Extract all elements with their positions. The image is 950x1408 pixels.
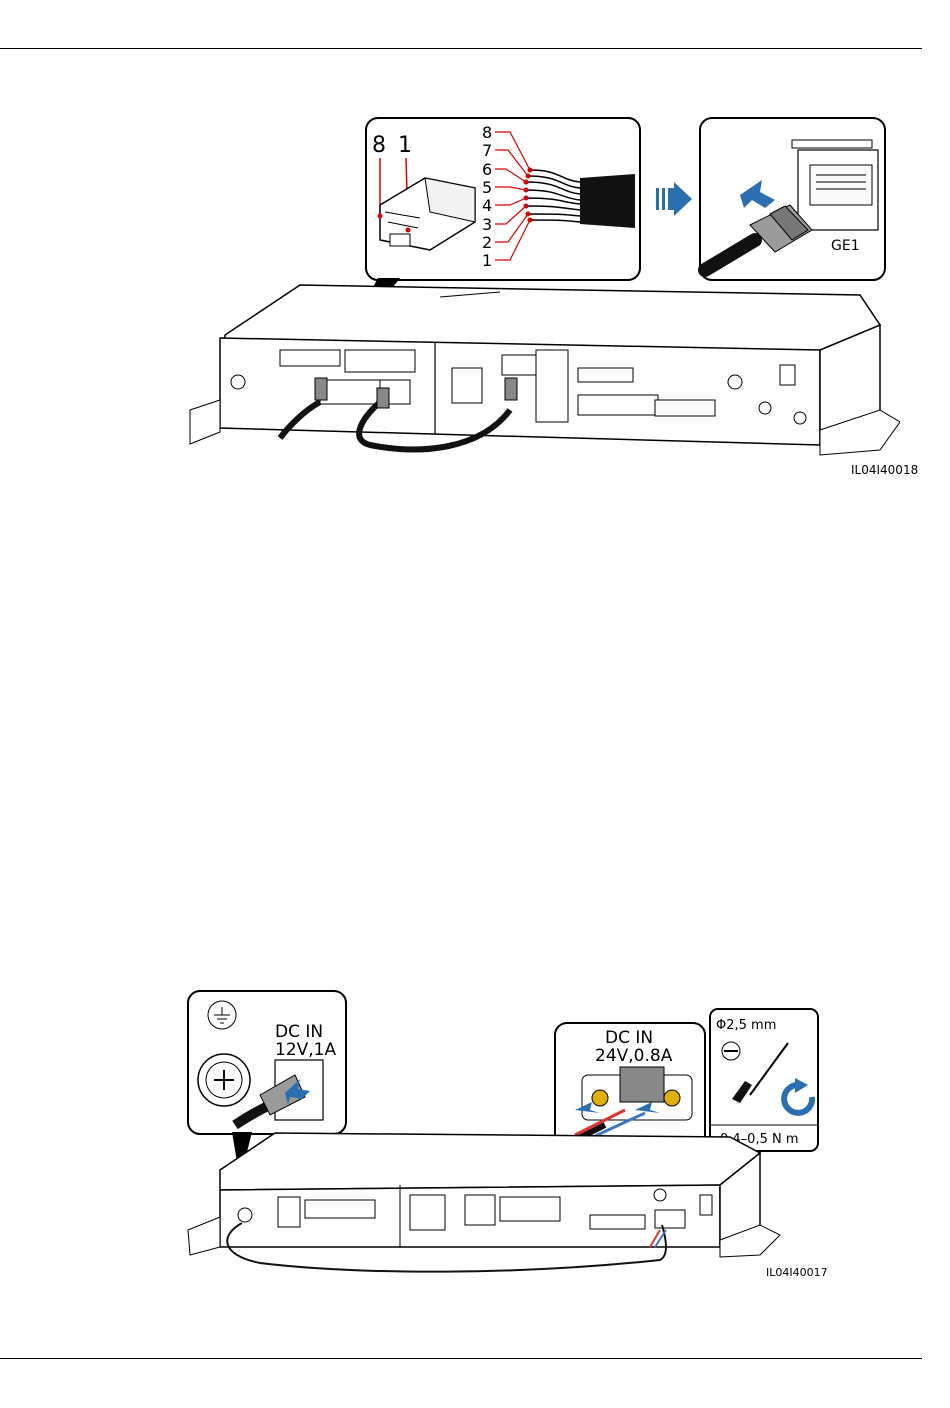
connector-pin-1-label: 1 [398,133,412,158]
header-rule [0,48,922,49]
figure-1-network-cable: 8 1 8 7 6 5 4 3 2 1 [180,110,900,460]
pin-number-list: 8 7 6 5 4 3 2 1 [482,123,492,270]
connector-pin-8-label: 8 [372,133,386,158]
pin-label: 8 [482,123,492,142]
figure-2-id-label: IL04I40017 [766,1266,828,1279]
tool-size-label: Φ2,5 mm [716,1018,776,1033]
figure-1-id-label: IL04I40018 [851,463,918,477]
terminal-block-drawing [582,1067,692,1120]
pin-label: 6 [482,160,492,179]
cable-jacket-icon [580,174,635,228]
next-step-arrow-icon [656,182,692,216]
dc-in-24v-rating: 24V,0.8A [595,1046,673,1066]
ge1-port-label: GE1 [831,238,860,254]
dc-in-12v-title: DC IN [275,1022,323,1042]
dc-in-12v-rating: 12V,1A [275,1040,336,1060]
pin-label: 4 [482,196,492,215]
dc-in-24v-title: DC IN [605,1028,653,1048]
pin-label: 1 [482,251,492,270]
device-chassis [190,285,900,455]
ground-symbol-icon [208,1001,236,1029]
pin-label: 2 [482,233,492,252]
pin-label: 5 [482,178,492,197]
figure-2-power-cable: DC IN 12V,1A DC IN 24V,0.8A Φ2,5 mm 0,4–… [180,985,840,1285]
pin-label: 7 [482,141,492,160]
ground-screw-icon [198,1054,250,1106]
device-chassis [188,1133,780,1257]
footer-rule [0,1358,922,1359]
ge1-port-drawing [792,140,878,230]
pin-label: 3 [482,215,492,234]
